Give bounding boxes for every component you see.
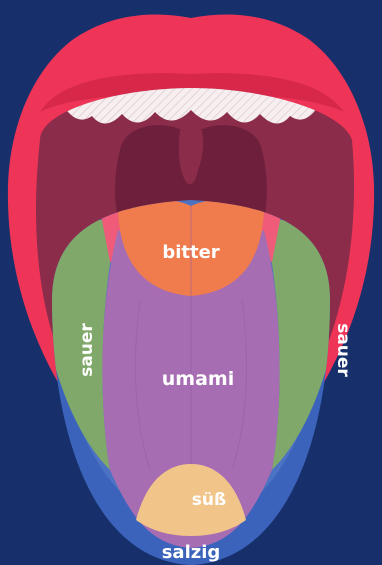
label-bitter: bitter [162, 242, 219, 263]
label-sauer-left: sauer [77, 323, 97, 377]
label-suess: süß [192, 490, 226, 510]
label-umami: umami [162, 368, 234, 390]
label-sauer-right: sauer [333, 323, 353, 377]
label-salzig: salzig [162, 542, 221, 563]
